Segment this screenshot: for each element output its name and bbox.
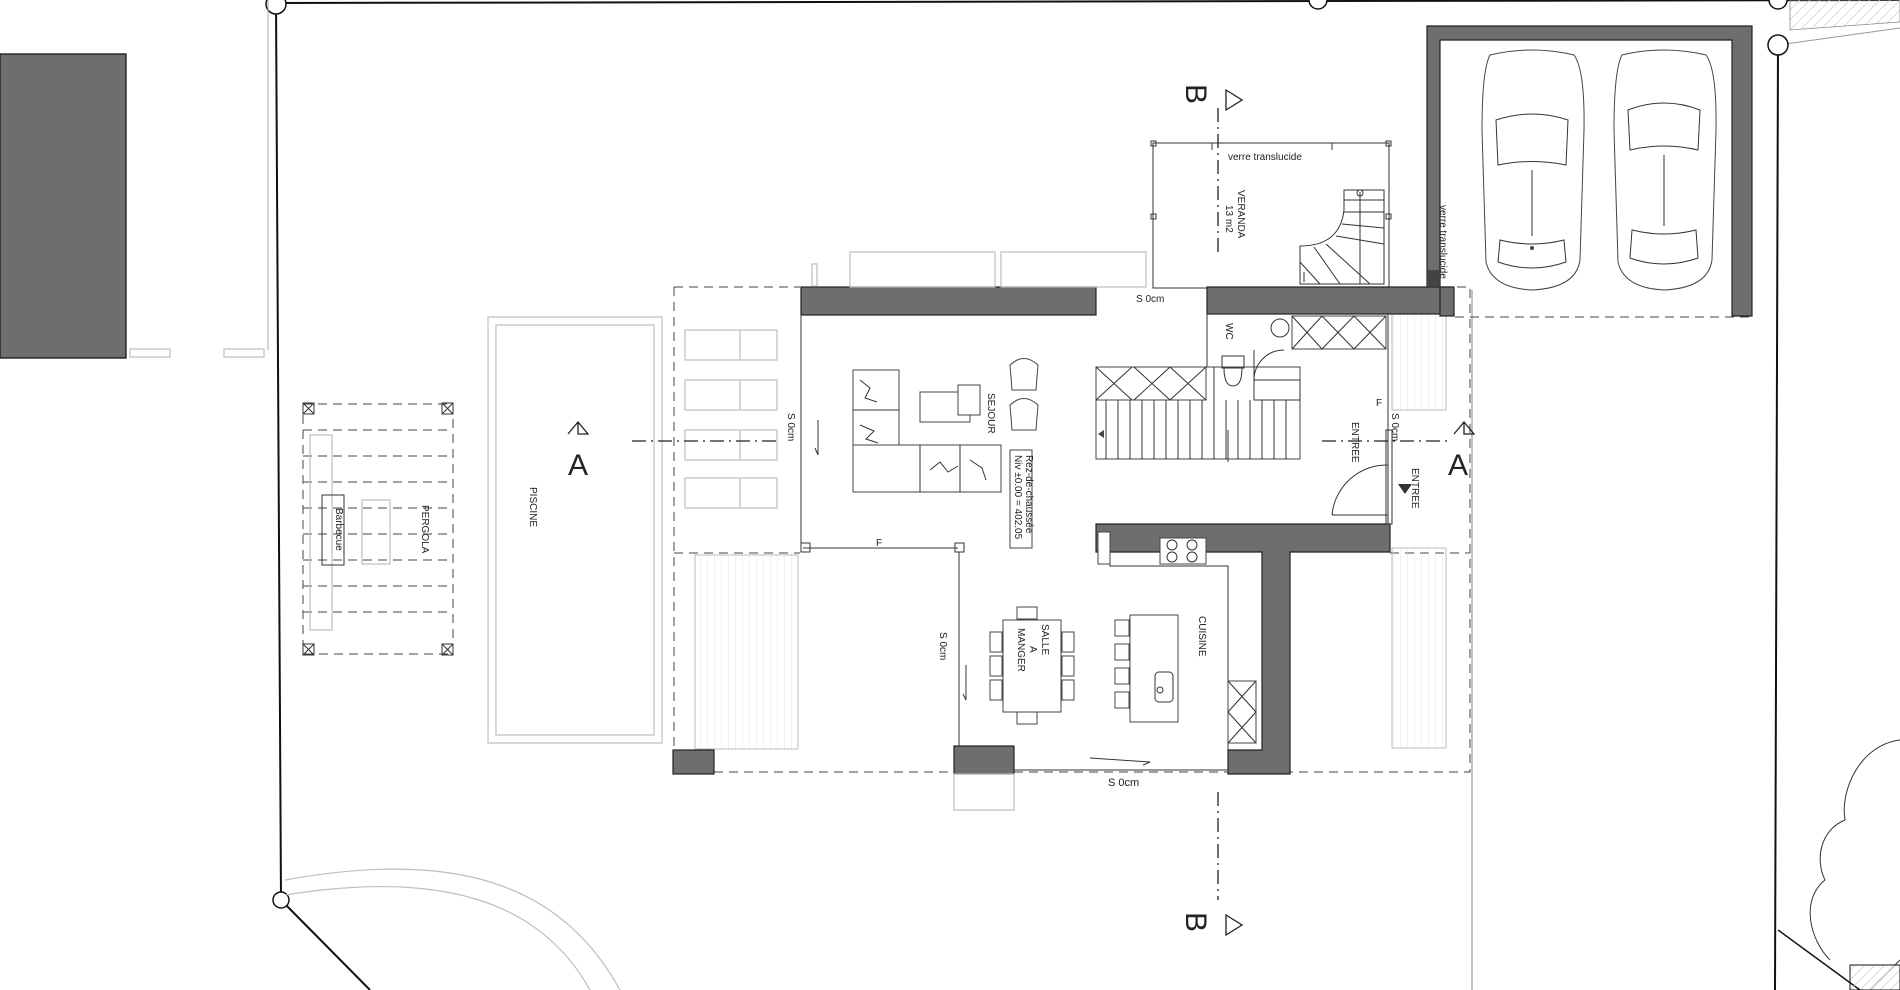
barbecue-label: Barbecue — [333, 508, 344, 551]
dining-label-1: SALLE — [1039, 624, 1050, 655]
neighbor-building — [0, 53, 127, 359]
terrace-outline — [673, 286, 1471, 773]
swimming-pool — [487, 316, 663, 744]
dining-label-2: A — [1027, 646, 1038, 653]
garden-curve-2 — [284, 886, 591, 990]
window-f-top: F — [876, 538, 882, 549]
garden-curve — [284, 868, 621, 990]
property-boundary — [265, 0, 1900, 990]
section-a-left: A — [568, 449, 588, 482]
veranda-glass-label: verre translucide — [1228, 152, 1302, 163]
vegetation — [1809, 739, 1900, 990]
terrace-paving-entry — [1391, 299, 1447, 411]
pergola-label: PERGOLA — [419, 505, 430, 554]
section-b-bottom: B — [1179, 912, 1212, 932]
garage-glass-label: verre translucide — [1437, 205, 1448, 279]
dining-table — [989, 606, 1075, 725]
pool-label: PISCINE — [527, 487, 538, 527]
gravel-patch — [1789, 0, 1900, 31]
terrace-paving-right — [1391, 547, 1447, 749]
section-line-b — [1217, 88, 1244, 937]
section-a-right: A — [1448, 449, 1468, 482]
pergola — [302, 402, 454, 656]
sliding-arrow-bottom — [1089, 757, 1151, 766]
armchairs — [1009, 358, 1039, 431]
coffee-table — [919, 384, 981, 423]
level-box: Rez-de-chaussée Niv ±0.00 = 402.05 — [1009, 449, 1034, 549]
kitchen-label: CUISINE — [1196, 616, 1207, 657]
entree-inside-label: ENTREE — [1349, 422, 1360, 463]
sofa — [852, 369, 1002, 493]
threshold-right: S 0cm — [1389, 413, 1400, 441]
upper-cabinets — [1095, 315, 1387, 401]
dining-label-3: MANGER — [1015, 628, 1026, 672]
veranda-label: VERANDA — [1235, 190, 1246, 239]
corner-marker — [1849, 964, 1900, 990]
section-line-a — [567, 420, 1476, 442]
veranda-stair — [1299, 189, 1385, 285]
section-b-top: B — [1179, 84, 1212, 104]
threshold-dining: S 0cm — [937, 632, 948, 660]
window-f-right: F — [1376, 398, 1382, 409]
car-left — [1481, 49, 1585, 291]
threshold-left: S 0cm — [785, 413, 796, 441]
neighbor-path — [129, 348, 171, 358]
veranda — [1150, 140, 1392, 289]
site-diagonal — [1777, 929, 1861, 990]
terrace-paving-left — [694, 554, 799, 750]
wc-label: WC — [1223, 323, 1234, 340]
threshold-top: S 0cm — [1136, 294, 1164, 305]
threshold-bottom: S 0cm — [1108, 777, 1139, 789]
level-line1: Rez-de-chaussée — [1023, 455, 1034, 534]
sejour-label: SEJOUR — [985, 393, 996, 434]
entree-outside-label: ENTREE — [1409, 468, 1420, 509]
entrance-door — [1331, 429, 1412, 525]
sun-loungers — [684, 329, 778, 509]
car-right — [1613, 49, 1717, 291]
level-line2: Niv ±0.00 = 402.05 — [1012, 455, 1023, 540]
sliding-arrow-dining — [962, 665, 967, 701]
neighbor-path-2 — [223, 348, 265, 358]
sliding-arrow-left — [814, 420, 819, 456]
kitchen — [1097, 531, 1257, 750]
wc-room — [1221, 318, 1301, 401]
veranda-area-label: 13 m2 — [1223, 205, 1234, 233]
